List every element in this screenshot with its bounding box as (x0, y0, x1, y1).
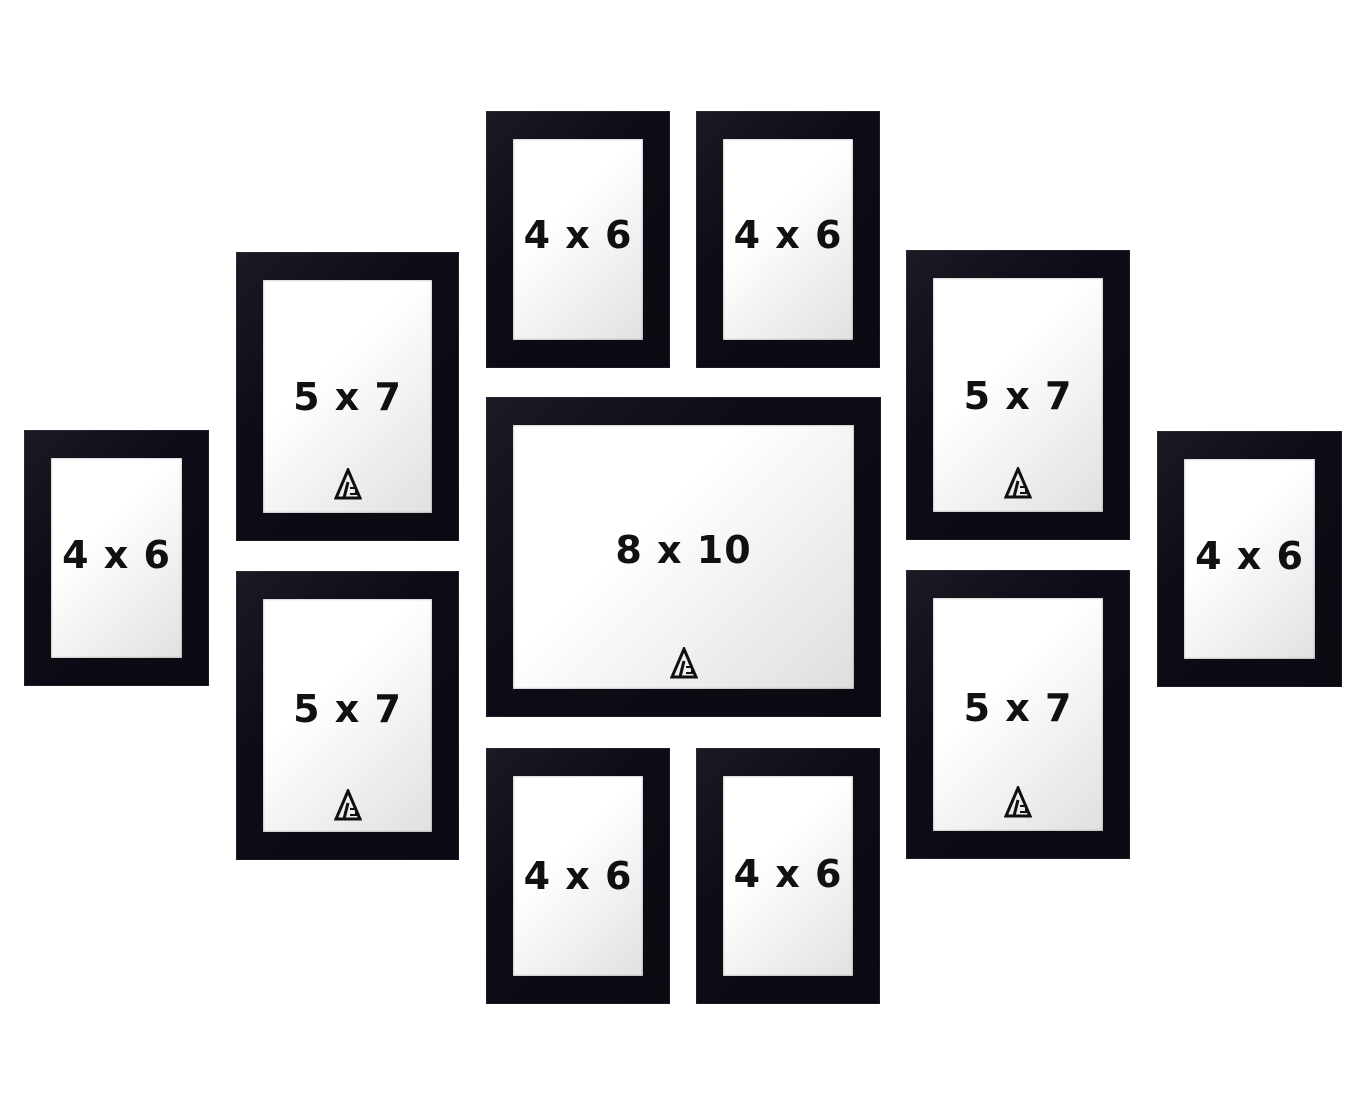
frame-center: 8 x 10 (486, 397, 881, 717)
frame-left-upper: 5 x 7 (236, 252, 459, 541)
photo-area: 4 x 6 (1184, 459, 1315, 659)
brand-logo-icon (669, 647, 698, 679)
frame-size-label: 5 x 7 (963, 374, 1073, 418)
frame-left-lower: 5 x 7 (236, 571, 459, 860)
frame-top-left: 4 x 6 (486, 111, 670, 368)
frame-far-right: 4 x 6 (1157, 431, 1342, 687)
photo-area: 5 x 7 (263, 599, 432, 832)
photo-area: 5 x 7 (933, 598, 1103, 831)
frame-right-lower: 5 x 7 (906, 570, 1130, 859)
photo-area: 5 x 7 (933, 278, 1103, 512)
frame-size-label: 4 x 6 (523, 213, 633, 257)
photo-area: 5 x 7 (263, 280, 432, 513)
frame-bottom-left: 4 x 6 (486, 748, 670, 1004)
brand-logo-icon (333, 468, 362, 500)
frame-far-left: 4 x 6 (24, 430, 209, 686)
frame-size-label: 4 x 6 (733, 852, 843, 896)
frame-size-label: 5 x 7 (293, 375, 402, 419)
frame-size-label: 4 x 6 (62, 533, 171, 577)
photo-area: 4 x 6 (513, 776, 643, 976)
photo-area: 4 x 6 (723, 139, 853, 340)
frame-right-upper: 5 x 7 (906, 250, 1130, 540)
photo-area: 4 x 6 (723, 776, 853, 976)
frame-size-label: 4 x 6 (733, 213, 843, 257)
brand-logo-icon (1004, 467, 1032, 499)
brand-logo-icon (333, 789, 362, 821)
frame-size-label: 5 x 7 (963, 686, 1073, 730)
frame-bottom-right: 4 x 6 (696, 748, 880, 1004)
frame-top-right: 4 x 6 (696, 111, 880, 368)
frame-size-label: 4 x 6 (1195, 534, 1304, 578)
photo-area: 8 x 10 (513, 425, 854, 689)
frame-size-label: 5 x 7 (293, 687, 402, 731)
frame-size-label: 8 x 10 (615, 528, 752, 572)
photo-area: 4 x 6 (513, 139, 643, 340)
photo-area: 4 x 6 (51, 458, 182, 658)
frame-size-label: 4 x 6 (523, 854, 633, 898)
brand-logo-icon (1004, 786, 1032, 818)
